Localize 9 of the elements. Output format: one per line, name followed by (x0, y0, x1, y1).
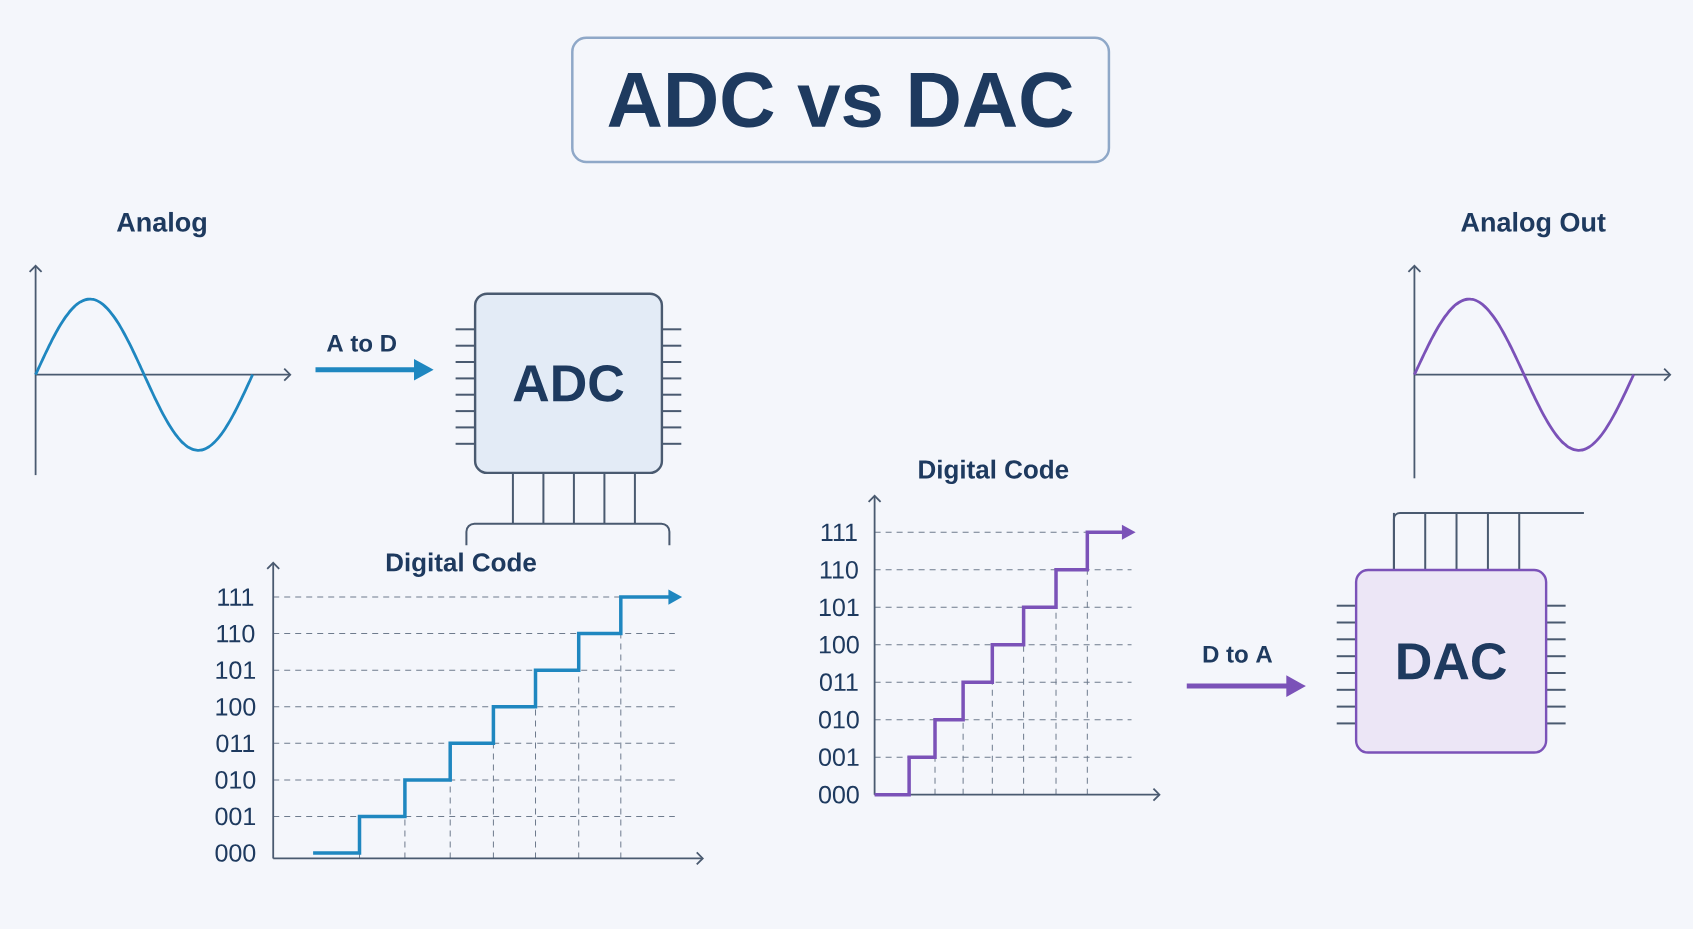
title-box: ADC vs DAC (571, 36, 1111, 164)
chip: ADC (454, 292, 683, 547)
edge-label: A to D (324, 333, 400, 354)
plot-title: Analog Out (1461, 211, 1606, 238)
chip: DAC (1335, 511, 1585, 754)
plot-title: Analog (116, 211, 206, 238)
chart-title: Digital Code (386, 552, 536, 577)
edge-label: D to A (1200, 643, 1275, 665)
chart-title: Digital Code (919, 459, 1069, 484)
